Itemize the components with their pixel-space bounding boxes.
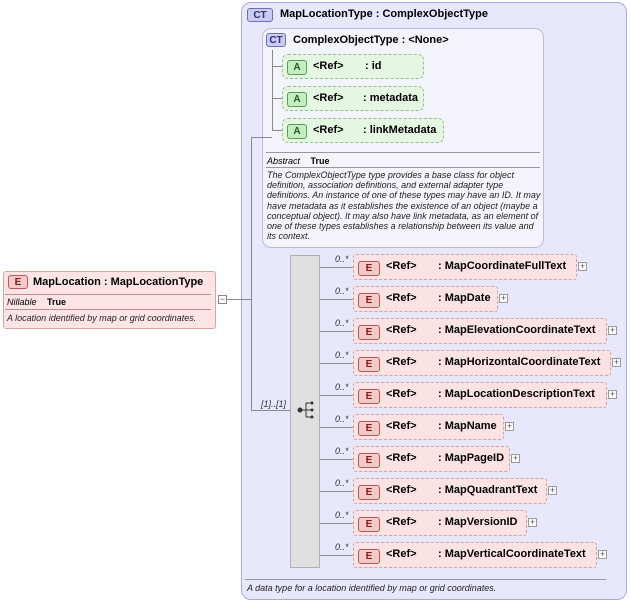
expand-icon[interactable]: + [578,261,587,271]
expand-icon[interactable]: + [528,517,537,527]
attribute-icon: A [287,60,307,75]
element-mapverticalcoordinatetext[interactable]: E <Ref> : MapVerticalCoordinateText [353,542,597,568]
multiplicity: 0..* [335,286,349,296]
attribute-ref: <Ref> [313,60,344,72]
multiplicity: 0..* [335,350,349,360]
element-icon: E [358,293,380,308]
main-element-title: MapLocation : MapLocationType [33,276,204,288]
element-ref: <Ref> [386,452,417,464]
expand-icon[interactable]: + [608,389,617,399]
attribute-metadata[interactable]: A <Ref> : metadata [282,86,424,111]
attribute-name: : linkMetadata [363,124,437,136]
element-icon: E [358,485,380,500]
element-mapquadranttext[interactable]: E <Ref> : MapQuadrantText [353,478,547,504]
sequence-icon [297,401,314,419]
multiplicity: 0..* [335,318,349,328]
expand-icon[interactable]: + [499,293,508,303]
nillable-row: Nillable True [7,297,66,307]
element-ref: <Ref> [386,516,417,528]
attribute-name: : metadata [363,92,419,104]
element-mapname[interactable]: E <Ref> : MapName [353,414,504,440]
expand-icon[interactable]: + [598,549,607,559]
element-mapversionid[interactable]: E <Ref> : MapVersionID [353,510,527,536]
abstract-label: Abstract [267,156,301,166]
nillable-value: True [47,297,67,307]
element-name: : MapElevationCoordinateText [438,324,596,336]
main-element-description: A location identified by map or grid coo… [7,313,197,323]
element-mappageid[interactable]: E <Ref> : MapPageID [353,446,510,472]
element-icon: E [358,549,380,564]
complex-type-icon: CT [266,33,286,47]
multiplicity: 0..* [335,254,349,264]
multiplicity: 0..* [335,510,349,520]
element-ref: <Ref> [386,356,417,368]
attribute-name: : id [365,60,382,72]
element-mapcoordinatefulltext[interactable]: E <Ref> : MapCoordinateFullText [353,254,577,280]
element-icon: E [358,325,380,340]
element-ref: <Ref> [386,388,417,400]
element-name: : MapDate [438,292,491,304]
element-ref: <Ref> [386,260,417,272]
element-icon: E [358,389,380,404]
element-name: : MapCoordinateFullText [438,260,567,272]
abstract-row: Abstract True [267,156,330,166]
attribute-ref: <Ref> [313,92,344,104]
element-icon: E [358,453,380,468]
element-name: : MapVerticalCoordinateText [438,548,586,560]
expand-icon[interactable]: + [612,357,621,367]
element-mapdate[interactable]: E <Ref> : MapDate [353,286,498,312]
element-name: : MapName [438,420,497,432]
expand-icon[interactable]: + [608,325,617,335]
attribute-ref: <Ref> [313,124,344,136]
multiplicity: 0..* [335,382,349,392]
complex-type-icon: CT [247,8,273,22]
element-mapelevationcoordinatetext[interactable]: E <Ref> : MapElevationCoordinateText [353,318,607,344]
element-name: : MapQuadrantText [438,484,538,496]
multiplicity: 0..* [335,414,349,424]
element-icon: E [358,421,380,436]
element-icon: E [8,275,28,289]
expand-icon[interactable]: + [548,485,557,495]
multiplicity: 0..* [335,542,349,552]
element-ref: <Ref> [386,420,417,432]
element-name: : MapPageID [438,452,505,464]
sequence-compositor[interactable] [290,255,320,568]
element-ref: <Ref> [386,324,417,336]
expand-icon[interactable]: + [511,453,520,463]
sequence-multiplicity: [1]..[1] [261,399,287,409]
element-ref: <Ref> [386,548,417,560]
element-icon: E [358,261,380,276]
attribute-icon: A [287,124,307,139]
expand-icon[interactable]: + [505,421,514,431]
element-icon: E [358,517,380,532]
maplocation-element[interactable] [3,271,216,329]
attribute-linkmetadata[interactable]: A <Ref> : linkMetadata [282,118,444,143]
element-name: : MapLocationDescriptionText [438,388,595,400]
element-icon: E [358,357,380,372]
element-ref: <Ref> [386,484,417,496]
attribute-icon: A [287,92,307,107]
collapse-toggle[interactable]: − [218,294,227,304]
element-maphorizontalcoordinatetext[interactable]: E <Ref> : MapHorizontalCoordinateText [353,350,611,376]
inner-type-title: ComplexObjectType : <None> [293,34,449,46]
element-name: : MapVersionID [438,516,518,528]
attribute-id[interactable]: A <Ref> : id [282,54,424,79]
element-ref: <Ref> [386,292,417,304]
multiplicity: 0..* [335,446,349,456]
element-name: : MapHorizontalCoordinateText [438,356,601,368]
element-maplocationdescriptiontext[interactable]: E <Ref> : MapLocationDescriptionText [353,382,607,408]
nillable-label: Nillable [7,297,37,307]
multiplicity: 0..* [335,478,349,488]
outer-type-title: MapLocationType : ComplexObjectType [280,8,489,20]
abstract-value: True [310,156,330,166]
outer-type-description: A data type for a location identified by… [247,583,497,593]
inner-type-description: The ComplexObjectType type provides a ba… [267,170,541,242]
